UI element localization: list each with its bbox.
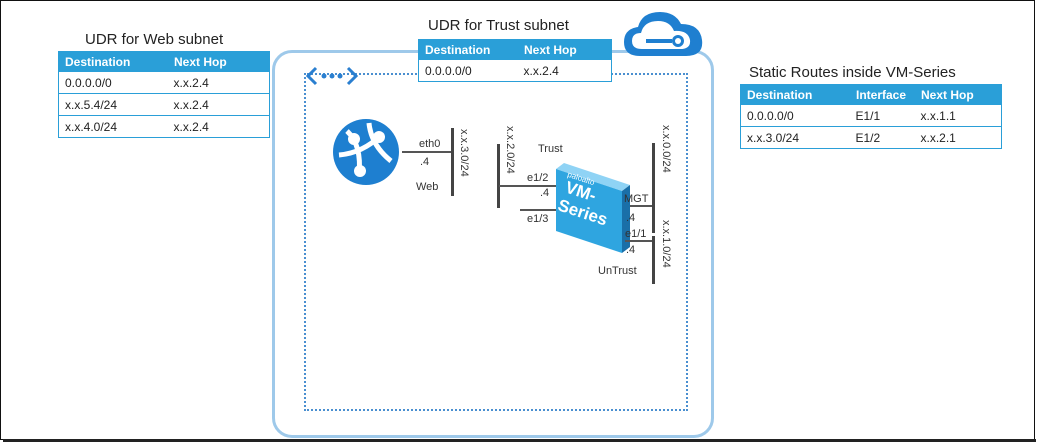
table-cell: 0.0.0.0/0: [418, 59, 518, 82]
table-row: 0.0.0.0/0 x.x.2.4: [58, 71, 270, 94]
trust-subnet-label: x.x.2.0/24: [504, 126, 516, 174]
trust-label: Trust: [538, 143, 563, 155]
table-cell: 0.0.0.0/0: [58, 71, 168, 94]
column-header: Next Hop: [914, 84, 1002, 105]
table-cell: x.x.2.1: [914, 126, 1002, 149]
column-header: Destination: [740, 84, 850, 105]
mgmt-host-label: .4: [626, 212, 636, 224]
mgmt-subnet-label: x.x.0.0/24: [660, 125, 672, 173]
table-cell: x.x.4.0/24: [58, 115, 168, 138]
web-subnet-label: x.x.3.0/24: [458, 129, 470, 177]
table-cell: x.x.2.4: [517, 59, 612, 82]
web-udr-title: UDR for Web subnet: [85, 31, 224, 48]
column-header: Destination: [418, 39, 518, 60]
azure-cloud-icon: [624, 12, 703, 56]
trust-udr-table: Destination Next Hop 0.0.0.0/0 x.x.2.4: [418, 39, 612, 82]
vnet-peering-icon: [305, 66, 359, 86]
web-eth0-link: [402, 151, 452, 153]
table-cell: x.x.5.4/24: [58, 93, 168, 116]
untrust-link: [625, 240, 655, 242]
trust-e12-host-label: .4: [540, 187, 550, 199]
table-row: x.x.5.4/24 x.x.2.4: [58, 93, 270, 116]
web-app-icon: [333, 119, 399, 185]
untrust-subnet-bus: [652, 236, 655, 284]
static-routes-title: Static Routes inside VM-Series: [749, 64, 956, 81]
column-header: Next Hop: [167, 51, 270, 72]
trust-subnet-bus: [497, 144, 500, 208]
web-udr-table: Destination Next Hop 0.0.0.0/0 x.x.2.4 x…: [58, 51, 270, 138]
mgmt-subnet-bus: [652, 143, 655, 233]
table-row: 0.0.0.0/0 E1/1 x.x.1.1: [740, 104, 1002, 127]
untrust-label: UnTrust: [598, 265, 637, 277]
table-row: 0.0.0.0/0 x.x.2.4: [418, 59, 612, 82]
untrust-subnet-label: x.x.1.0/24: [660, 220, 672, 268]
mgmt-link: [630, 205, 654, 207]
table-cell: x.x.1.1: [914, 104, 1002, 127]
mgmt-iface-label: MGT: [624, 193, 649, 205]
static-routes-table: Destination Interface Next Hop 0.0.0.0/0…: [740, 84, 1002, 149]
table-cell: E1/2: [849, 126, 915, 149]
table-cell: x.x.2.4: [167, 71, 270, 94]
trust-e12-link: [499, 185, 557, 187]
table-cell: x.x.2.4: [167, 93, 270, 116]
table-cell: x.x.2.4: [167, 115, 270, 138]
table-header-row: Destination Next Hop: [58, 51, 270, 72]
web-eth0-label: eth0: [419, 138, 441, 150]
trust-e13-link: [520, 209, 558, 211]
table-row: x.x.3.0/24 E1/2 x.x.2.1: [740, 126, 1002, 149]
web-subnet-bus: [451, 128, 454, 196]
column-header: Destination: [58, 51, 168, 72]
trust-e13-label: e1/3: [527, 213, 549, 225]
web-label: Web: [416, 181, 439, 193]
vm-series-firewall: [556, 163, 630, 253]
table-cell: 0.0.0.0/0: [740, 104, 850, 127]
table-cell: x.x.3.0/24: [740, 126, 850, 149]
trust-e12-label: e1/2: [527, 172, 549, 184]
untrust-iface-label: e1/1: [625, 228, 647, 240]
web-host-label: .4: [420, 156, 430, 168]
column-header: Next Hop: [517, 39, 612, 60]
table-row: x.x.4.0/24 x.x.2.4: [58, 115, 270, 138]
column-header: Interface: [849, 84, 915, 105]
table-cell: E1/1: [849, 104, 915, 127]
trust-udr-title: UDR for Trust subnet: [428, 17, 569, 34]
untrust-host-label: .4: [626, 244, 636, 256]
table-header-row: Destination Next Hop: [418, 39, 612, 60]
table-header-row: Destination Interface Next Hop: [740, 84, 1002, 105]
